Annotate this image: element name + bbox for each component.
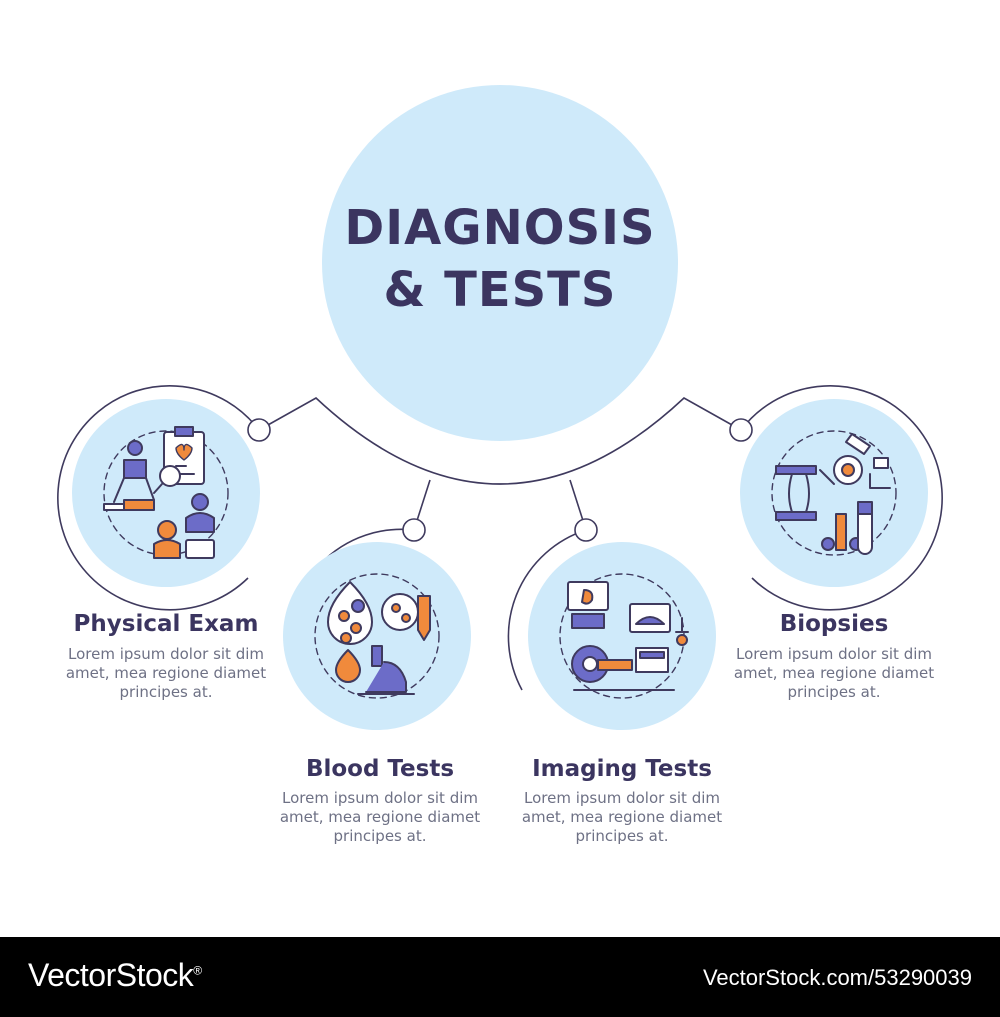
outline-ring-imaging — [507, 529, 587, 691]
desc-line: amet, mea regione diamet — [521, 808, 723, 826]
brand-name: VectorStock — [28, 957, 194, 993]
connector-arc — [258, 397, 742, 485]
desc-line: principes at. — [119, 683, 213, 701]
desc-biopsies: Lorem ipsum dolor sit dim amet, mea regi… — [704, 645, 964, 702]
outline-ring-biopsies — [740, 384, 943, 611]
desc-imaging-tests: Lorem ipsum dolor sit dim amet, mea regi… — [492, 789, 752, 846]
desc-line: amet, mea regione diamet — [65, 664, 267, 682]
diagram — [57, 85, 943, 730]
desc-physical-exam: Lorem ipsum dolor sit dim amet, mea regi… — [36, 645, 296, 702]
outline-ring-physical — [57, 384, 260, 611]
desc-line: principes at. — [787, 683, 881, 701]
node-circle-blood — [283, 542, 471, 730]
brand-logo[interactable]: VectorStock® — [28, 957, 202, 994]
connector-dot-biopsies — [729, 418, 753, 442]
node-circle-imaging — [528, 542, 716, 730]
desc-line: Lorem ipsum dolor sit dim — [281, 789, 479, 807]
desc-line: principes at. — [575, 827, 669, 845]
connector-dot-blood — [402, 518, 426, 542]
desc-line: Lorem ipsum dolor sit dim — [735, 645, 933, 663]
title-line-2: & TESTS — [383, 262, 617, 318]
connector-dot-imaging — [574, 518, 598, 542]
imaging-tests-icon — [559, 573, 689, 699]
registered-mark: ® — [193, 963, 202, 978]
desc-blood-tests: Lorem ipsum dolor sit dim amet, mea regi… — [250, 789, 510, 846]
desc-line: Lorem ipsum dolor sit dim — [67, 645, 265, 663]
title-circle — [322, 85, 678, 441]
desc-line: amet, mea regione diamet — [733, 664, 935, 682]
desc-line: amet, mea regione diamet — [279, 808, 481, 826]
biopsies-icon — [771, 430, 897, 556]
label-imaging-tests: Imaging Tests — [532, 756, 712, 782]
blood-tests-icon — [314, 573, 440, 699]
node-circle-biopsies — [740, 399, 928, 587]
watermark-footer: VectorStock® VectorStock.com/53290039 — [0, 937, 1000, 1017]
connector-dot-physical — [247, 418, 271, 442]
label-blood-tests: Blood Tests — [305, 756, 455, 782]
label-physical-exam: Physical Exam — [73, 611, 259, 637]
desc-line: Lorem ipsum dolor sit dim — [523, 789, 721, 807]
stock-id: VectorStock.com/53290039 — [702, 965, 972, 990]
title-line-1: DIAGNOSIS — [344, 200, 656, 256]
label-biopsies: Biopsies — [779, 611, 889, 637]
physical-exam-icon — [103, 426, 229, 559]
desc-line: principes at. — [333, 827, 427, 845]
